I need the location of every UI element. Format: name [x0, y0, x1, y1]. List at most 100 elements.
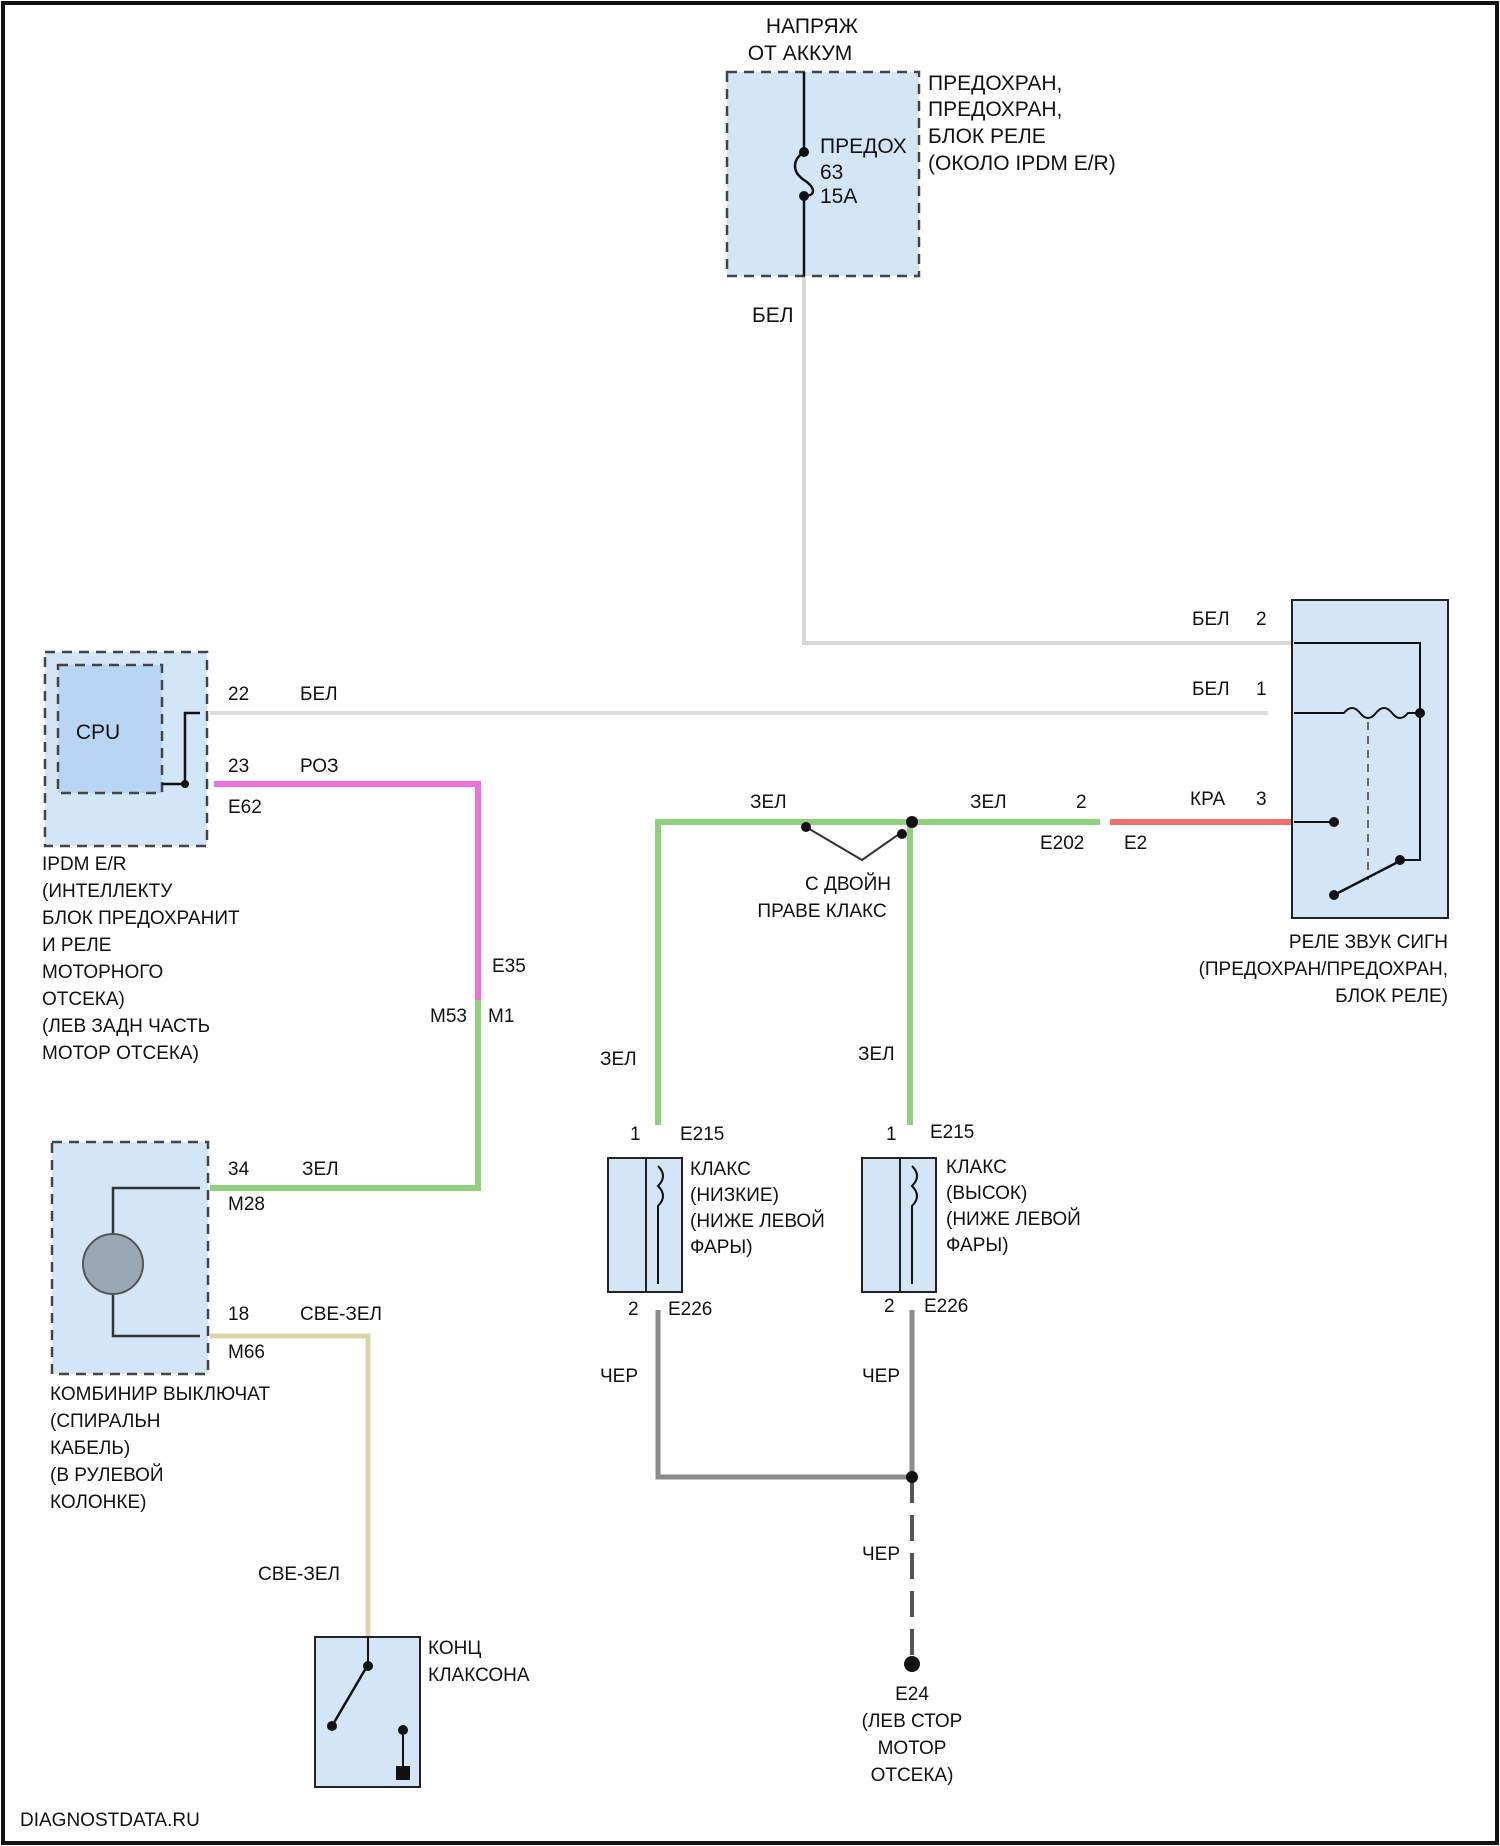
twisted-pair-label-2: ПРАВЕ КЛАКС: [757, 901, 886, 922]
spiral-connector-m66: M66: [228, 1342, 265, 1363]
horn-low-title-1: КЛАКС: [690, 1159, 751, 1180]
ground-icon: [904, 1656, 920, 1672]
wire-color-black-ground: ЧЕР: [862, 1544, 900, 1565]
connector-m53: M53: [430, 1006, 467, 1027]
connector-m1: M1: [488, 1006, 514, 1027]
wire-color-green-left: ЗЕЛ: [750, 792, 787, 813]
horn-low-title-2: (НИЗКИЕ): [690, 1185, 779, 1206]
ipdm-node: [181, 780, 189, 788]
ground-title-3: МОТОР: [878, 1738, 947, 1759]
relay-pin-3: 3: [1256, 789, 1267, 810]
horn-high-title-1: КЛАКС: [946, 1157, 1007, 1178]
ipdm-title-6: ОТСЕКА): [42, 989, 125, 1010]
horn-low-pin-1: 1: [630, 1124, 641, 1145]
battery-supply-label-2: ОТ АККУМ: [748, 42, 853, 65]
relay-pin-2: 2: [1256, 609, 1267, 630]
horn-low-connector: E215: [680, 1124, 724, 1145]
horn-high-pin-1: 1: [886, 1124, 897, 1145]
spiral-cable-icon: [83, 1234, 143, 1294]
connector-e202: E202: [1040, 833, 1084, 854]
horn-high-pin-2: 2: [884, 1296, 895, 1317]
spiral-title-1: КОМБИНИР ВЫКЛЮЧАТ: [50, 1384, 270, 1405]
ipdm-pin-23: 23: [228, 756, 249, 777]
horn-low-pin-2: 2: [628, 1299, 639, 1320]
ground-title-4: ОТСЕКА): [871, 1765, 954, 1786]
fuse-rating: 15А: [820, 185, 857, 208]
ipdm-connector: E62: [228, 797, 262, 818]
wire-color-green-horn-low: ЗЕЛ: [600, 1049, 637, 1070]
horn-relay-box: [1292, 600, 1448, 918]
relay-pin-1: 1: [1256, 679, 1267, 700]
wire-color-white-ipdm: БЕЛ: [300, 684, 338, 705]
horn-high-title-4: ФАРЫ): [946, 1235, 1009, 1256]
twisted-pair-node-1: [801, 822, 811, 832]
spiral-title-3: КАБЕЛЬ): [50, 1438, 130, 1459]
ipdm-title-2: (ИНТЕЛЛЕКТУ: [42, 881, 173, 902]
fuse-name: ПРЕДОХ: [820, 135, 907, 158]
fuse-terminal-top: [799, 147, 809, 157]
spiral-pin-34: 34: [228, 1159, 250, 1180]
wire-color-red: КРА: [1190, 789, 1225, 810]
ipdm-cpu-label: CPU: [76, 721, 120, 744]
horn-low-box: [646, 1158, 682, 1292]
horn-high-bottom-connector: E226: [924, 1296, 968, 1317]
relay-title-1: РЕЛЕ ЗВУК СИГН: [1289, 932, 1448, 953]
horn-high-connector: E215: [930, 1122, 974, 1143]
twisted-pair-node-2: [897, 829, 907, 839]
watermark: DIAGNOSTDATA.RU: [20, 1810, 200, 1831]
spiral-title-2: (СПИРАЛЬН: [50, 1411, 161, 1432]
horn-switch-ground-icon: [396, 1766, 410, 1780]
relay-title-3: БЛОК РЕЛЕ): [1335, 986, 1448, 1007]
wire-color-pink: РОЗ: [300, 756, 339, 777]
wire-color-black-low: ЧЕР: [600, 1366, 638, 1387]
wire-color-yellow-green-top: СВЕ-ЗЕЛ: [300, 1304, 382, 1325]
spiral-title-4: (В РУЛЕВОЙ: [50, 1464, 164, 1486]
connector-e2: E2: [1124, 833, 1147, 854]
spiral-pin-18: 18: [228, 1304, 249, 1325]
horn-low-bottom-connector: E226: [668, 1299, 712, 1320]
ground-junction-node: [906, 1471, 918, 1483]
spiral-title-5: КОЛОНКЕ): [50, 1492, 146, 1513]
horn-low-icon: [608, 1158, 648, 1292]
horn-high-title-2: (ВЫСОК): [946, 1183, 1027, 1204]
spiral-connector-m28: M28: [228, 1194, 265, 1215]
wire-color-white-top: БЕЛ: [752, 304, 794, 327]
horn-switch-title-1: КОНЦ: [428, 1638, 481, 1659]
battery-supply-label-1: НАПРЯЖ: [766, 15, 859, 38]
ipdm-title-3: БЛОК ПРЕДОХРАНИТ: [42, 908, 240, 929]
fuse-block-title-2: ПРЕДОХРАН,: [928, 98, 1062, 121]
ground-title-2: (ЛЕВ СТОР: [862, 1711, 963, 1732]
relay-contact-1: [1329, 817, 1339, 827]
connector-relay-pin: 2: [1076, 792, 1087, 813]
ipdm-pin-22: 22: [228, 684, 249, 705]
fuse-block-title-1: ПРЕДОХРАН,: [928, 72, 1062, 95]
wire-color-black-high: ЧЕР: [862, 1366, 900, 1387]
horn-switch-title-2: КЛАКСОНА: [428, 1665, 530, 1686]
green-junction-node: [906, 816, 918, 828]
fuse-terminal-bottom: [799, 191, 809, 201]
ipdm-title-7: (ЛЕВ ЗАДН ЧАСТЬ: [42, 1016, 210, 1037]
wire-color-green-relay: ЗЕЛ: [970, 792, 1007, 813]
wire-color-green-horn-high: ЗЕЛ: [858, 1044, 895, 1065]
connector-e35: E35: [492, 956, 526, 977]
ipdm-title-8: МОТОР ОТСЕКА): [42, 1043, 199, 1064]
horn-high-box: [900, 1158, 936, 1292]
horn-high-icon: [862, 1158, 902, 1292]
twisted-pair-label-1: С ДВОЙН: [805, 873, 891, 895]
ipdm-title-1: IPDM E/R: [42, 854, 126, 875]
wire-color-yellow-green-bottom: СВЕ-ЗЕЛ: [258, 1564, 340, 1585]
horn-low-title-3: (НИЖЕ ЛЕВОЙ: [690, 1210, 825, 1232]
wire-color-green-spiral: ЗЕЛ: [302, 1159, 339, 1180]
relay-contact-3: [1329, 890, 1339, 900]
fuse-number: 63: [820, 161, 843, 184]
ipdm-title-4: И РЕЛЕ: [42, 935, 111, 956]
relay-title-2: (ПРЕДОХРАН/ПРЕДОХРАН,: [1199, 959, 1448, 980]
horn-high-title-3: (НИЖЕ ЛЕВОЙ: [946, 1208, 1081, 1230]
fuse-block-title-4: (ОКОЛО IPDM E/R): [928, 152, 1116, 175]
wire-color-white-relay-1: БЕЛ: [1192, 679, 1230, 700]
horn-switch-contact-left: [327, 1721, 337, 1731]
wire-color-white-relay-2: БЕЛ: [1192, 609, 1230, 630]
fuse-block-title-3: БЛОК РЕЛЕ: [928, 125, 1046, 148]
ipdm-title-5: МОТОРНОГО: [42, 962, 163, 983]
